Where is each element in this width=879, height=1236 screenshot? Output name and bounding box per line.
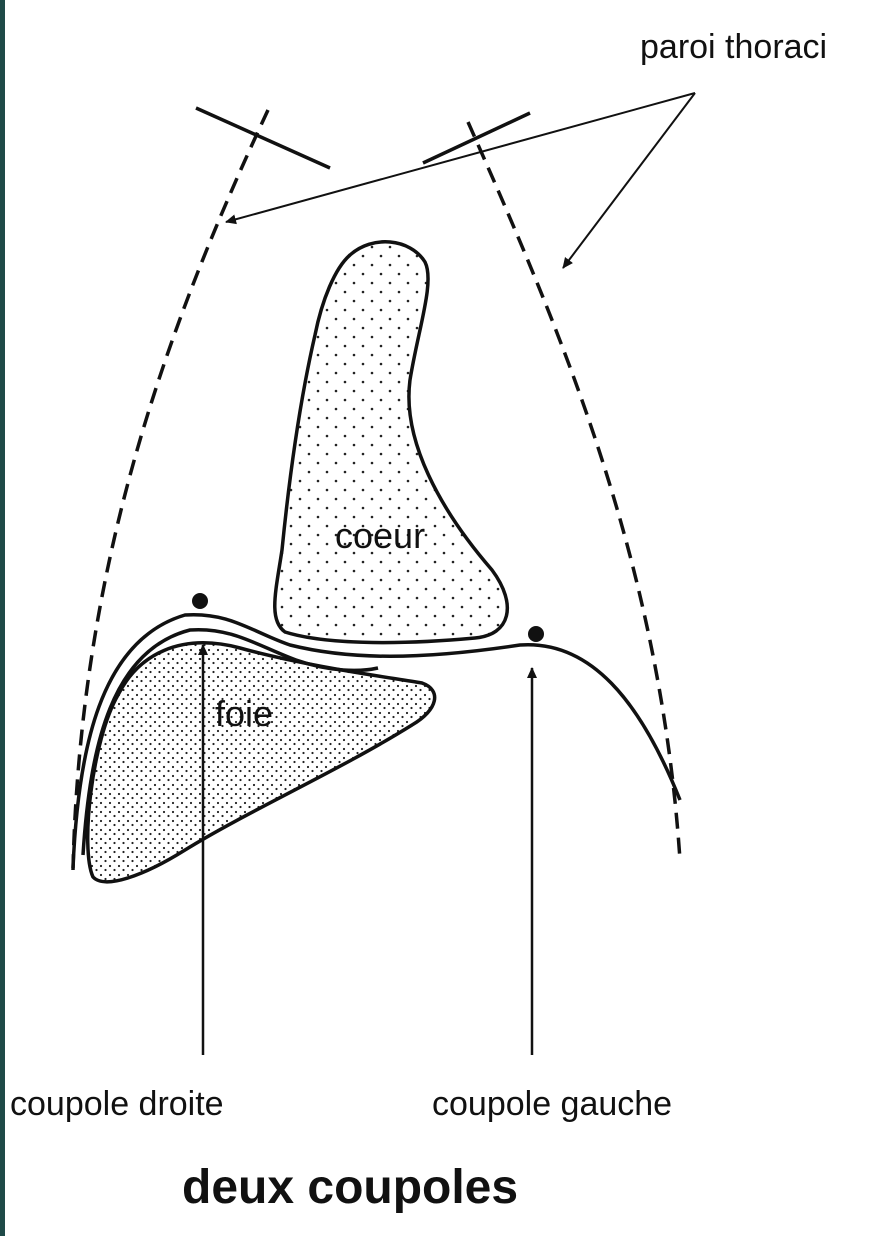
paroi-thoracique-label: paroi thoraci bbox=[640, 28, 827, 67]
coupole-droite-label: coupole droite bbox=[10, 1085, 224, 1124]
right-dome-dot bbox=[192, 593, 208, 609]
liver-shape bbox=[88, 643, 435, 882]
paroi-arrow-right bbox=[563, 93, 695, 268]
coupole-gauche-label: coupole gauche bbox=[432, 1085, 672, 1124]
foie-label: foie bbox=[215, 693, 273, 735]
right-top-stroke bbox=[423, 113, 530, 163]
diagram-title: deux coupoles bbox=[182, 1160, 518, 1215]
paroi-arrow-left bbox=[226, 93, 695, 222]
heart-shape bbox=[275, 242, 508, 643]
left-dome-dot bbox=[528, 626, 544, 642]
coeur-label: coeur bbox=[335, 515, 425, 557]
right-thoracic-wall bbox=[468, 122, 680, 860]
